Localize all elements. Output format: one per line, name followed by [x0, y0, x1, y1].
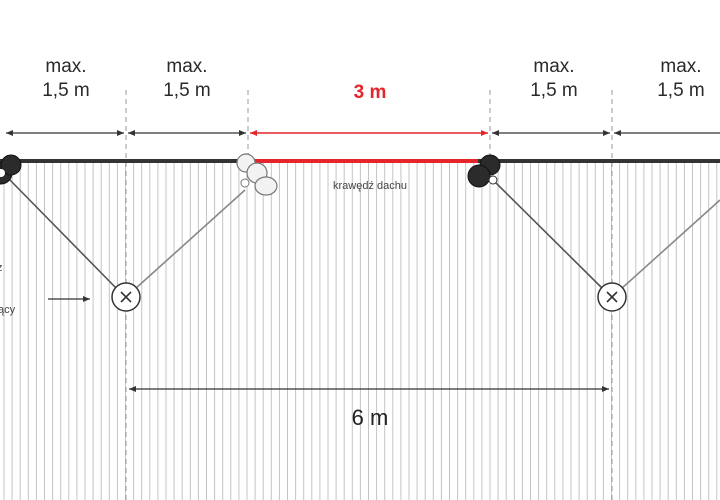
roof-panel-lines [3, 163, 718, 500]
dark-clamp-icon [0, 154, 22, 185]
seg3-label-bottom: 1,5 m [530, 80, 578, 101]
rope-line [492, 179, 604, 290]
roof-edge-label: krawędź dachu [333, 180, 407, 192]
guide-lines [125, 90, 613, 500]
seg2-label-top: max. [166, 56, 207, 77]
seg1-label-bottom: 1,5 m [42, 80, 90, 101]
left-partial-label-1: z [0, 262, 3, 274]
anchor-x-icon [597, 282, 627, 312]
ropes [7, 177, 720, 290]
rope-line [620, 199, 720, 290]
rope-line [134, 189, 246, 290]
anchor-x-icon [111, 282, 141, 312]
seg4-label-bottom: 1,5 m [657, 80, 705, 101]
seg4-label-top: max. [660, 56, 701, 77]
center-label: 3 m [354, 82, 387, 103]
rope-line [7, 177, 118, 290]
seg2-label-bottom: 1,5 m [163, 80, 211, 101]
light-clamp-icon [236, 153, 278, 196]
bottom-span-label: 6 m [352, 405, 389, 430]
seg3-label-top: max. [533, 56, 574, 77]
left-partial-label-2: ący [0, 304, 16, 316]
dark-clamp-icon [467, 154, 501, 188]
seg1-label-top: max. [45, 56, 86, 77]
